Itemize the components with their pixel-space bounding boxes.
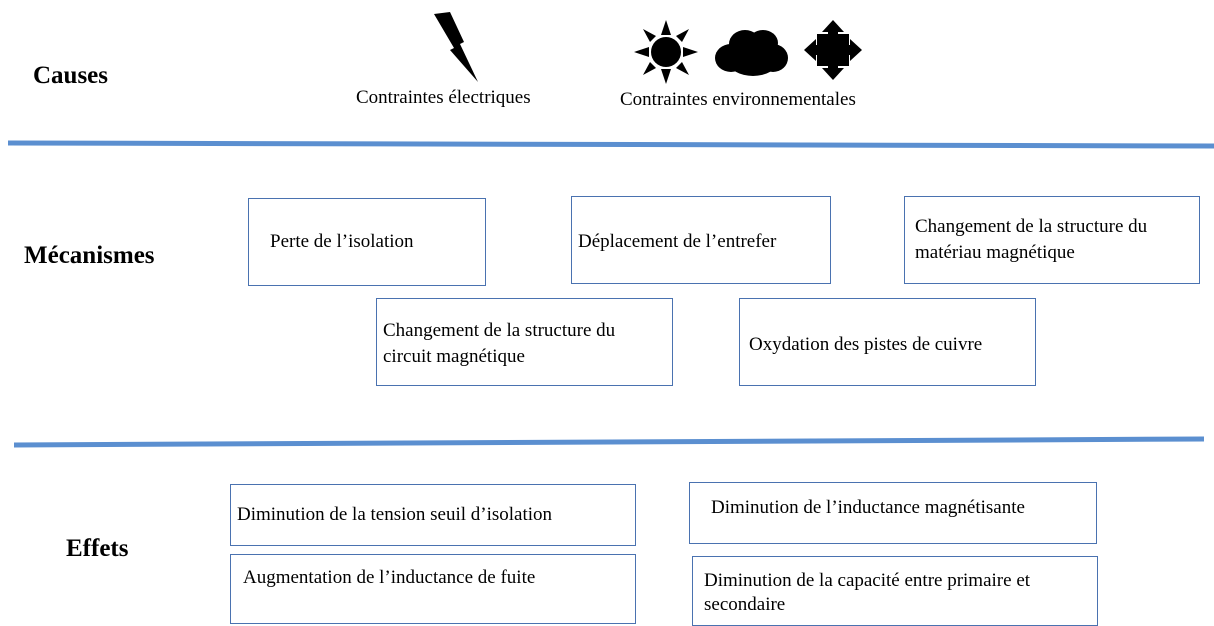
box-oxydation: Oxydation des pistes de cuivre (739, 298, 1036, 386)
box-structure-circuit: Changement de la structure du circuit ma… (376, 298, 673, 386)
cloud-icon (715, 30, 788, 76)
box-inductance-magnetisante: Diminution de l’inductance magnétisante (689, 482, 1097, 544)
four-way-arrows-icon (804, 20, 862, 80)
box-structure-materiau: Changement de la structure du matériau m… (904, 196, 1200, 284)
box-tension-seuil: Diminution de la tension seuil d’isolati… (230, 484, 636, 546)
effets-label: Effets (66, 535, 129, 562)
lightning-icon (434, 12, 478, 82)
divider-causes-mecanismes (7, 140, 1214, 149)
electrical-stress-label: Contraintes électriques (356, 87, 531, 108)
sun-icon (634, 20, 698, 84)
box-inductance-fuite: Augmentation de l’inductance de fuite (230, 554, 636, 624)
environmental-stress-label: Contraintes environnementales (620, 89, 856, 110)
causes-label: Causes (33, 62, 109, 89)
box-deplacement-entrefer: Déplacement de l’entrefer (571, 196, 831, 284)
box-perte-isolation: Perte de l’isolation (248, 198, 486, 286)
box-capacite: Diminution de la capacité entre primaire… (692, 556, 1098, 626)
mecanismes-label: Mécanismes (24, 242, 155, 269)
divider-mecanismes-effets (13, 436, 1205, 448)
